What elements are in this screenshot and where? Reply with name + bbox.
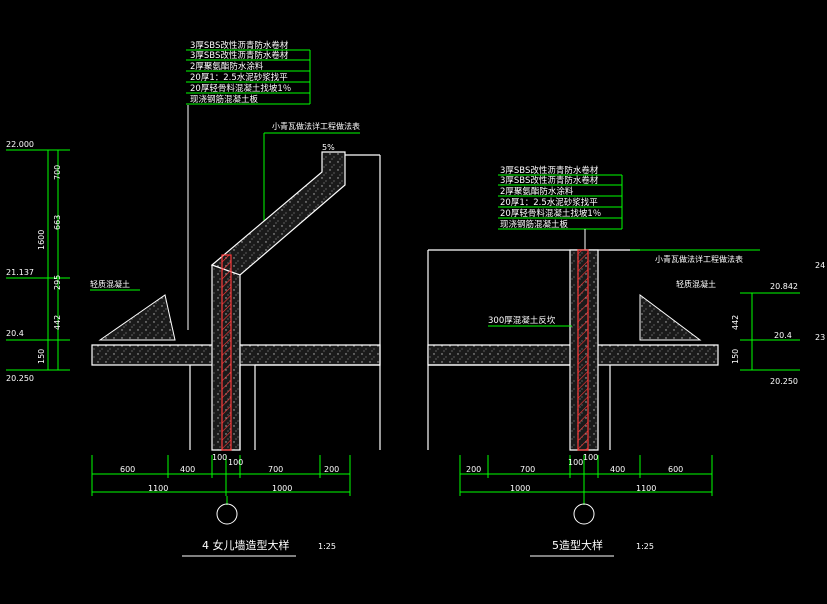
right-elevations: 20.842 20.4 20.250 442 150 24 23 xyxy=(731,261,825,386)
left-hdim-700: 700 xyxy=(268,465,283,474)
left-layer-note-5: 20厚轻骨料混凝土找坡1％ xyxy=(190,83,291,94)
right-wall-note: 300厚混凝土反坎 xyxy=(488,315,556,326)
left-vdim-442: 442 xyxy=(53,315,62,330)
right-hdim-700: 700 xyxy=(520,465,535,474)
right-hdim-400: 400 xyxy=(610,465,625,474)
left-fill-note: 轻质混凝土 xyxy=(90,279,130,289)
left-vdim-295: 295 xyxy=(53,275,62,290)
left-horizontal-dim-lines xyxy=(91,455,351,505)
right-hdim-200: 200 xyxy=(466,465,481,474)
left-layer-notes: 3厚SBS改性沥青防水卷材 3厚SBS改性沥青防水卷材 2厚聚氨酯防水涂料 20… xyxy=(190,40,291,105)
right-fill-note: 轻质混凝土 xyxy=(676,279,716,289)
right-horizontal-dims: 200 700 100 100 400 600 1000 1100 xyxy=(466,453,683,493)
right-elev-204: 20.4 xyxy=(774,331,792,340)
left-hdim-600: 600 xyxy=(120,465,135,474)
right-layer-note-3: 2厚聚氨酯防水涂料 xyxy=(500,186,574,197)
left-elev-21137: 21.137 xyxy=(6,268,34,277)
left-hdim-100b: 100 xyxy=(228,458,243,467)
left-elev-204: 20.4 xyxy=(6,329,24,338)
right-horizontal-dim-lines xyxy=(459,455,713,505)
right-vdim-442: 442 xyxy=(731,315,740,330)
right-layer-notes: 3厚SBS改性沥青防水卷材 3厚SBS改性沥青防水卷材 2厚聚氨酯防水涂料 20… xyxy=(500,165,601,230)
left-hdim-200: 200 xyxy=(324,465,339,474)
left-layer-note-2: 3厚SBS改性沥青防水卷材 xyxy=(190,50,289,61)
right-axis-bubble xyxy=(573,503,595,525)
left-vdim-150: 150 xyxy=(37,349,46,364)
right-layer-leader xyxy=(498,174,623,250)
left-elevations: 22.000 21.137 20.4 20.250 xyxy=(6,140,34,383)
left-tile-leader xyxy=(263,132,360,225)
left-layer-leader xyxy=(186,49,311,330)
left-structure xyxy=(91,151,381,451)
right-elev-20250: 20.250 xyxy=(770,377,798,386)
right-hdim-100a: 100 xyxy=(568,458,583,467)
right-hdim-600: 600 xyxy=(668,465,683,474)
left-slope-label: 5% xyxy=(322,143,335,152)
right-hdim-1000: 1000 xyxy=(510,484,530,493)
left-elev-22000: 22.000 xyxy=(6,140,34,149)
left-hdim-400: 400 xyxy=(180,465,195,474)
left-vdim-1600: 1600 xyxy=(37,230,46,250)
right-elevation-lines xyxy=(740,292,800,371)
left-detail-title: 4 女儿墙造型大样 xyxy=(202,538,290,552)
left-hdim-1000: 1000 xyxy=(272,484,292,493)
right-detail-scale: 1:25 xyxy=(636,542,654,551)
left-tile-note: 小青瓦做法详工程做法表 xyxy=(272,121,360,131)
left-vdim-700: 700 xyxy=(53,165,62,180)
left-layer-note-3: 2厚聚氨酯防水涂料 xyxy=(190,61,264,72)
left-layer-note-6: 现浇钢筋混凝土板 xyxy=(190,94,259,105)
right-layer-note-5: 20厚轻骨料混凝土找坡1％ xyxy=(500,208,601,219)
left-detail: 3厚SBS改性沥青防水卷材 3厚SBS改性沥青防水卷材 2厚聚氨酯防水涂料 20… xyxy=(6,40,381,557)
right-tile-note: 小青瓦做法详工程做法表 xyxy=(655,254,743,264)
right-light-concrete-fill xyxy=(639,294,702,341)
right-layer-note-1: 3厚SBS改性沥青防水卷材 xyxy=(500,165,599,176)
right-structure xyxy=(427,249,719,451)
right-hdim-100b: 100 xyxy=(583,453,598,462)
right-hdim-1100: 1100 xyxy=(636,484,656,493)
left-horizontal-dims: 600 400 100 100 700 200 1100 1000 xyxy=(120,453,339,493)
right-edge-mark-23: 23 xyxy=(815,333,825,342)
left-hdim-1100: 1100 xyxy=(148,484,168,493)
right-layer-note-4: 20厚1：2.5水泥砂浆找平 xyxy=(500,197,598,208)
left-vdim-663: 663 xyxy=(53,215,62,230)
left-axis-bubble xyxy=(216,503,238,525)
right-elev-20842: 20.842 xyxy=(770,282,798,291)
right-layer-note-2: 3厚SBS改性沥青防水卷材 xyxy=(500,175,599,186)
right-layer-note-6: 现浇钢筋混凝土板 xyxy=(500,219,569,230)
right-edge-mark-24: 24 xyxy=(815,261,825,270)
left-elev-20250: 20.250 xyxy=(6,374,34,383)
left-layer-note-4: 20厚1：2.5水泥砂浆找平 xyxy=(190,72,288,83)
left-detail-scale: 1:25 xyxy=(318,542,336,551)
right-vdim-150: 150 xyxy=(731,349,740,364)
left-layer-note-1: 3厚SBS改性沥青防水卷材 xyxy=(190,40,289,51)
right-detail: 3厚SBS改性沥青防水卷材 3厚SBS改性沥青防水卷材 2厚聚氨酯防水涂料 20… xyxy=(427,165,825,557)
left-vertical-dims: 700 663 1600 295 442 150 xyxy=(37,165,62,364)
left-elevation-lines xyxy=(6,149,70,371)
left-light-concrete-fill xyxy=(98,294,176,341)
right-detail-title: 5造型大样 xyxy=(552,538,603,552)
left-hdim-100a: 100 xyxy=(212,453,227,462)
